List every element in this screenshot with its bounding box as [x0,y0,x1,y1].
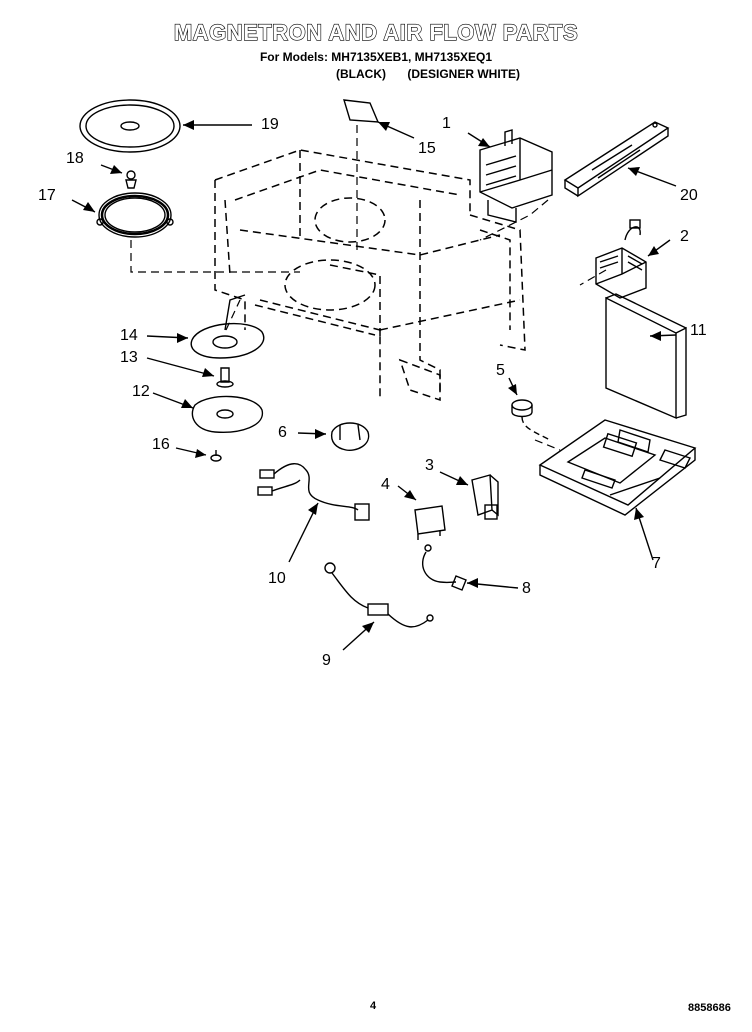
glass-tray [79,99,181,153]
variant-black: (BLACK) [336,67,386,81]
leader-lines [71,121,677,651]
stirrer-cover [190,294,265,359]
variant-white: (DESIGNER WHITE) [407,67,521,81]
base-plate [538,419,697,516]
arrowheads [83,120,661,633]
connection-lines [130,125,607,451]
callout-20: 20 [680,187,698,204]
page-number: 4 [370,1000,377,1012]
air-duct [605,293,687,420]
callout-15: 15 [418,140,436,157]
callout-4: 4 [381,476,390,493]
bracket [471,474,499,520]
callout-19: 19 [261,116,279,133]
stirrer-blade [191,395,263,433]
capacitor [414,505,446,540]
callout-12: 12 [132,383,150,400]
wire-harness [257,463,370,521]
callout-3: 3 [425,457,434,474]
screw [210,450,222,462]
callout-16: 16 [152,436,170,453]
roller-ring [96,192,174,238]
callout-14: 14 [120,327,138,344]
callout-13: 13 [120,349,138,366]
callout-6: 6 [278,424,287,441]
shield-plate [343,99,380,123]
magnetron [479,129,553,223]
roller-hub [125,170,137,189]
callout-11: 11 [690,322,707,339]
transformer [595,219,647,299]
callout-8: 8 [522,580,531,597]
callout-2: 2 [680,228,689,245]
callout-10: 10 [268,570,286,587]
model-numbers: For Models: MH7135XEB1, MH7135XEQ1 [259,50,493,64]
document-number: 8858686 [688,1002,731,1014]
thermostat [511,399,551,441]
callout-18: 18 [66,150,84,167]
diagram-title: MAGNETRON AND AIR FLOW PARTS [173,19,579,45]
stirrer-shaft [216,367,234,388]
callout-17: 17 [38,187,56,204]
stirrer-motor [330,422,370,452]
callout-7: 7 [652,555,661,572]
cabinet-outline [214,149,526,402]
callout-9: 9 [322,652,331,669]
model-variants: (BLACK) (DESIGNER WHITE) [336,67,538,81]
fuse-cable [324,562,434,628]
lead-wire [422,544,467,591]
air-guide-rail [563,121,670,198]
callout-1: 1 [442,115,451,132]
callout-5: 5 [496,362,505,379]
